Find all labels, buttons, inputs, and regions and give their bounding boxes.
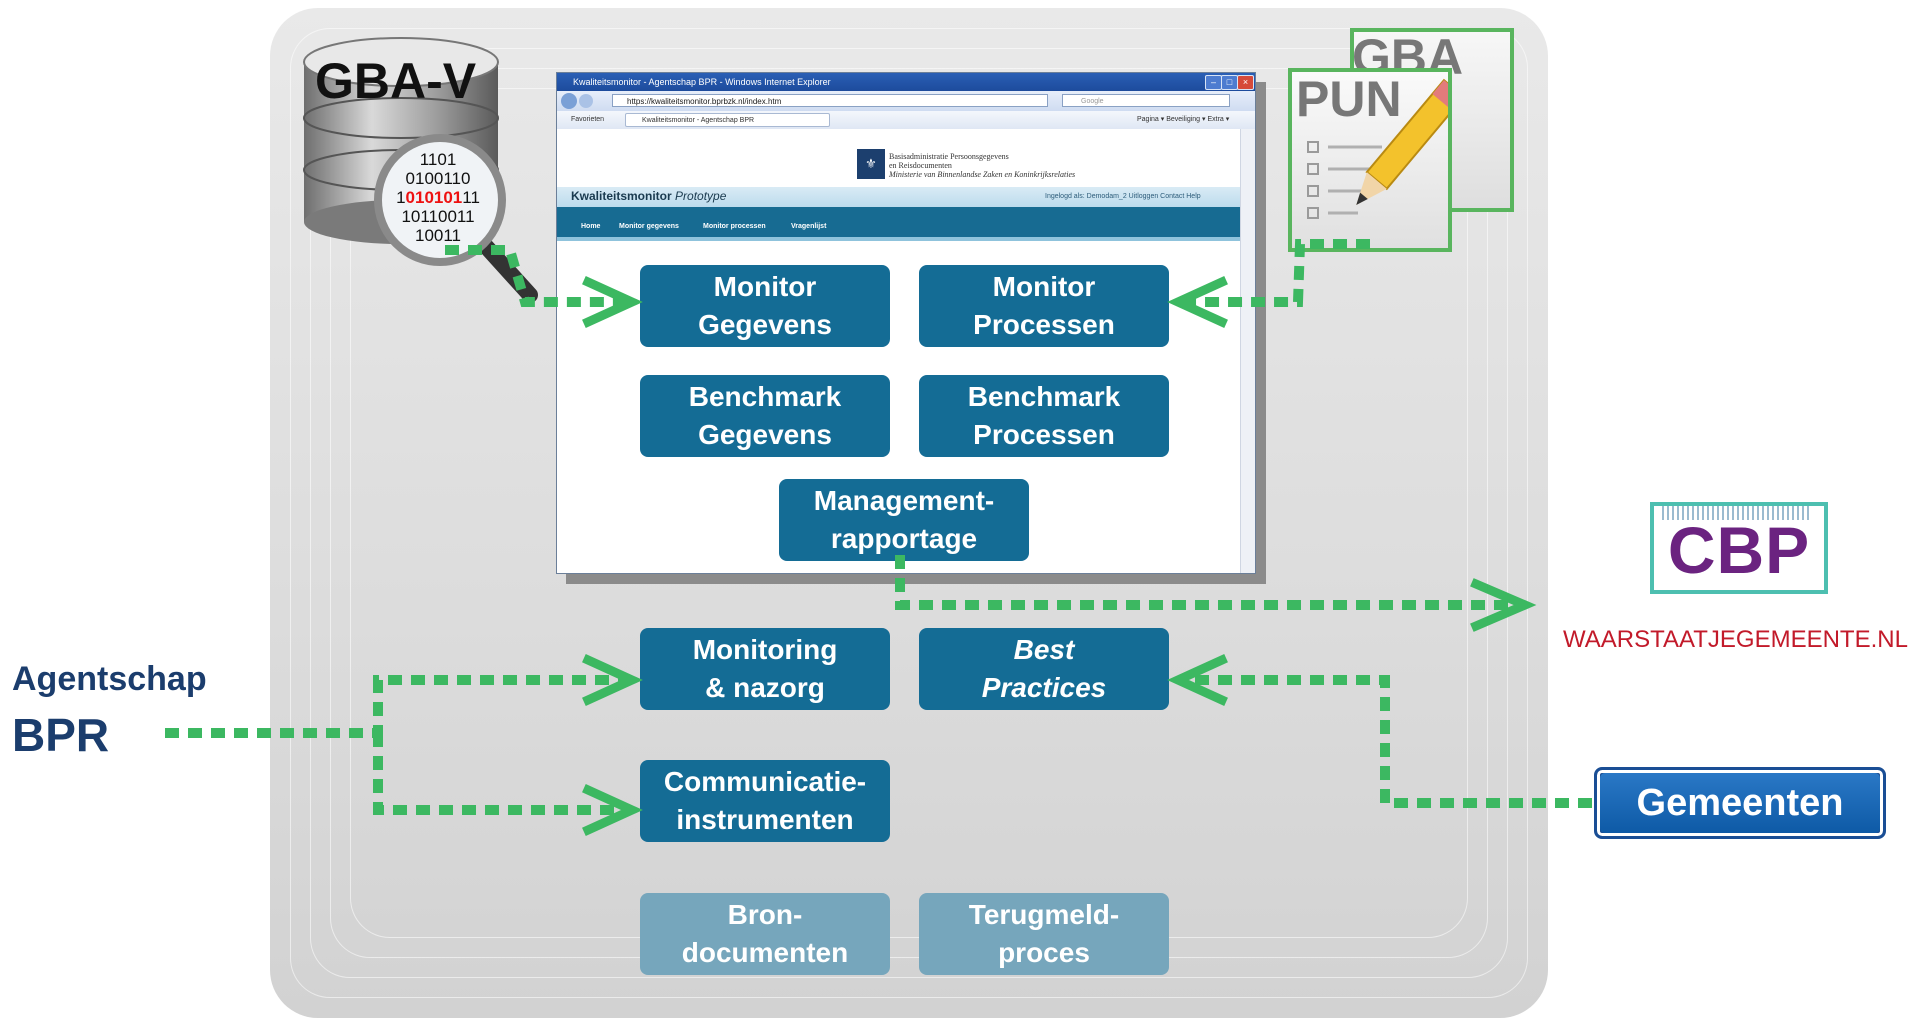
nav-vragenlijst[interactable]: Vragenlijst: [791, 223, 827, 230]
benchmark-processen-box: Benchmark Processen: [919, 375, 1169, 457]
communicatie-instrumenten-box: Communicatie- instrumenten: [640, 760, 890, 842]
best-practices-box: Best Practices: [919, 628, 1169, 710]
binary-readout: 1101 0100110 101010111 10110011 10011: [396, 150, 480, 245]
monitoring-nazorg-box: Monitoring & nazorg: [640, 628, 890, 710]
forward-icon[interactable]: [579, 94, 593, 108]
command-bar[interactable]: Pagina ▾ Beveiliging ▾ Extra ▾: [1137, 116, 1230, 123]
app-nav: Home Monitor gegevens Monitor processen …: [557, 207, 1240, 237]
browser-tab[interactable]: Kwaliteitsmonitor - Agentschap BPR: [625, 113, 830, 127]
address-toolbar: https://kwaliteitsmonitor.bprbzk.nl/inde…: [557, 91, 1255, 111]
favorites-button[interactable]: Favorieten: [571, 116, 605, 123]
login-info[interactable]: Ingelogd als: Demodam_2 Uitloggen Contac…: [1045, 193, 1201, 200]
waarstaatjegemeente-label: WAARSTAATJEGEMEENTE.NL: [1563, 626, 1908, 653]
benchmark-gegevens-box: Benchmark Gegevens: [640, 375, 890, 457]
nav-home[interactable]: Home: [581, 223, 601, 230]
nav-monitor-processen[interactable]: Monitor processen: [703, 223, 766, 230]
pun-document-icon: [1288, 68, 1452, 252]
favorites-bar: Favorieten Kwaliteitsmonitor - Agentscha…: [557, 111, 1255, 130]
cbp-logo-stripes: [1662, 506, 1812, 520]
agentschap-label: Agentschap: [12, 660, 207, 698]
pun-document-label: PUN: [1296, 71, 1402, 127]
close-button[interactable]: ×: [1237, 75, 1254, 90]
bpr-label: BPR: [12, 709, 110, 761]
nav-divider: [557, 237, 1240, 241]
search-input[interactable]: Google: [1062, 94, 1230, 107]
managementrapportage-box: Management- rapportage: [779, 479, 1029, 561]
browser-titlebar: Kwaliteitsmonitor - Agentschap BPR - Win…: [557, 73, 1255, 91]
monitor-processen-box: Monitor Processen: [919, 265, 1169, 347]
crest-icon: ⚜: [857, 149, 885, 179]
nav-monitor-gegevens[interactable]: Monitor gegevens: [619, 223, 679, 230]
terugmeldproces-box: Terugmeld- proces: [919, 893, 1169, 975]
minimize-button[interactable]: –: [1205, 75, 1222, 90]
app-title: Kwaliteitsmonitor Prototype: [571, 189, 727, 203]
ministry-header: Basisadministratie Persoonsgegevens en R…: [889, 152, 1076, 179]
address-bar[interactable]: https://kwaliteitsmonitor.bprbzk.nl/inde…: [612, 94, 1048, 107]
monitor-gegevens-box: Monitor Gegevens: [640, 265, 890, 347]
back-icon[interactable]: [561, 93, 577, 109]
gemeenten-label: Gemeenten: [1600, 773, 1880, 833]
maximize-button[interactable]: □: [1221, 75, 1238, 90]
scrollbar[interactable]: [1240, 129, 1255, 573]
database-label: GBA-V: [315, 53, 477, 109]
app-header: Kwaliteitsmonitor Prototype Ingelogd als…: [557, 187, 1240, 207]
brondocumenten-box: Bron- documenten: [640, 893, 890, 975]
cbp-logo-text: CBP: [1667, 513, 1811, 587]
